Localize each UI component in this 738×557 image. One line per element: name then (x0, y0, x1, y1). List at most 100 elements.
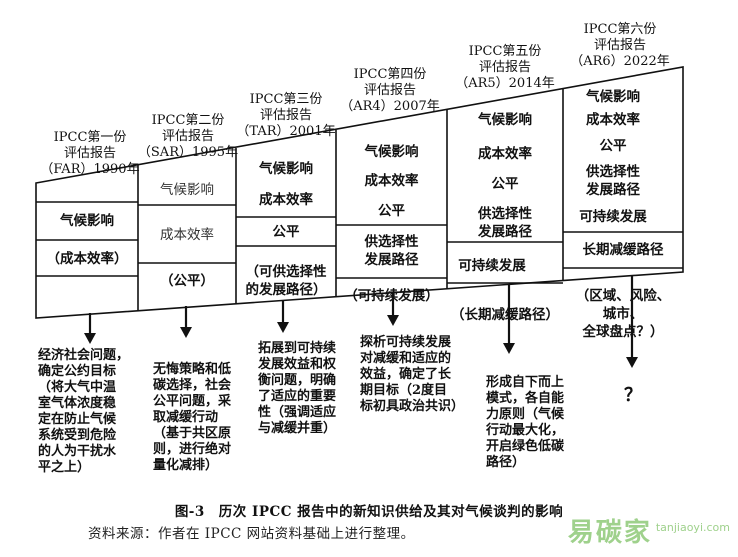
cell-ar6-equity: 公平 (599, 138, 627, 154)
cell-ar4-cost-efficiency: 成本效率 (364, 173, 419, 189)
cell-line: 发展路径 (586, 182, 640, 198)
report-title: IPCC第二份 (151, 113, 225, 128)
cell-ar6-sustainable-dev: 可持续发展 (579, 209, 647, 225)
report-header-far: IPCC第一份 评估报告 （FAR）1990年 (30, 130, 150, 178)
report-code-year: （TAR）2001年 (236, 124, 336, 139)
impact-line: 开启绿色低碳 (486, 439, 565, 454)
down-arrow (84, 313, 96, 344)
report-header-ar4: IPCC第四份 评估报告 （AR4）2007年 (330, 67, 450, 115)
impact-line: 经济社会问题， (38, 348, 130, 363)
cell-tar-alt-dev-path: （可供选择性 的发展路径） (236, 263, 336, 299)
cell-ar4-equity: 公平 (378, 203, 405, 219)
impact-line: 无悔策略和低 (153, 362, 232, 377)
report-subtitle: 评估报告 (478, 60, 531, 75)
cell-line: （可供选择性 (245, 264, 327, 280)
diagram-outline (35, 66, 684, 319)
cell-ar6-climate-impact: 气候影响 (586, 89, 640, 105)
cell-ar5-equity: 公平 (491, 176, 519, 192)
report-code-year: （AR6）2022年 (570, 54, 670, 69)
impact-line: 的人为干扰水 (38, 444, 117, 459)
cell-sar-climate-impact: 气候影响 (160, 182, 214, 198)
cell-ar5-cost-efficiency: 成本效率 (478, 146, 532, 162)
cell-ar6-cost-efficiency: 成本效率 (586, 112, 640, 128)
cell-tar-climate-impact: 气候影响 (259, 161, 313, 177)
report-subtitle: 评估报告 (363, 83, 416, 98)
impact-line: 公平问题，采 (153, 394, 232, 409)
cell-ar5-sustainable-dev: 可持续发展 (458, 258, 526, 274)
cell-ar6-long-term-mitigation: 长期减缓路径 (582, 242, 664, 258)
impact-line: 行动最大化， (486, 423, 565, 438)
cell-ar6-alt-dev-path: 供选择性 发展路径 (563, 163, 663, 199)
down-arrow (387, 292, 399, 326)
impact-line: 量化减排） (153, 458, 219, 473)
report-title: IPCC第四份 (353, 67, 427, 82)
cell-ar4-sustainable-dev: （可持续发展） (344, 288, 439, 304)
report-title: IPCC第三份 (249, 92, 323, 107)
impact-tar: 拓展到可持续 发展效益和权 衡问题，明确 了适应的重要 性（强调适应 与减缓并重… (258, 341, 360, 437)
cell-line: 的发展路径） (245, 282, 327, 298)
cell-ar6-region-risk: （区域、风险、 城市、 全球盘点？） (563, 287, 683, 341)
report-title: IPCC第六份 (583, 22, 657, 37)
report-code-year: （FAR）1990年 (40, 162, 140, 177)
cell-line: 供选择性 (364, 234, 419, 250)
impact-line: 确定公约目标 (38, 364, 117, 379)
cell-far-climate-impact: 气候影响 (60, 213, 114, 229)
down-arrow (503, 285, 515, 354)
cell-ar5-climate-impact: 气候影响 (478, 112, 532, 128)
cell-sar-cost-efficiency: 成本效率 (160, 227, 214, 243)
impact-line: 形成自下而上 (486, 375, 565, 390)
impact-line: 拓展到可持续 (258, 341, 337, 356)
impact-line: 期目标（2度目 (360, 383, 448, 398)
report-subtitle: 评估报告 (63, 146, 116, 161)
impact-line: 系统受到危险 (38, 428, 117, 443)
impact-ar4: 探析可持续发展 对减缓和适应的 效益，确定了长 期目标（2度目 标初具政治共识） (360, 335, 480, 415)
impact-line: 了适应的重要 (258, 389, 337, 404)
source-note: 资料来源：作者在 IPCC 网站资料基础上进行整理。 (88, 526, 415, 542)
impact-line: 路径） (486, 455, 526, 470)
watermark-url: tanjiaoyi.com (655, 521, 730, 534)
report-header-ar5: IPCC第五份 评估报告 （AR5）2014年 (445, 44, 565, 92)
figure-caption: 图-3 历次 IPCC 报告中的新知识供给及其对气候谈判的影响 (174, 504, 564, 520)
question-mark: ？ (624, 385, 642, 406)
impact-line: 发展效益和权 (258, 357, 337, 372)
down-arrow (626, 276, 638, 368)
cell-line: 供选择性 (478, 206, 532, 222)
cell-line: 发展路径 (478, 224, 532, 240)
report-title: IPCC第五份 (468, 44, 542, 59)
impact-line: 探析可持续发展 (360, 335, 452, 350)
report-header-tar: IPCC第三份 评估报告 （TAR）2001年 (226, 92, 346, 140)
report-header-ar6: IPCC第六份 评估报告 （AR6）2022年 (560, 22, 680, 70)
impact-line: 平之上） (38, 460, 91, 475)
cell-line: 供选择性 (586, 164, 640, 180)
impact-line: 效益，确定了长 (360, 367, 452, 382)
cell-line: 全球盘点？） (582, 324, 664, 340)
impact-line: 性（强调适应 (258, 405, 337, 420)
down-arrow (277, 300, 289, 333)
report-subtitle: 评估报告 (259, 108, 312, 123)
cell-tar-cost-efficiency: 成本效率 (259, 192, 313, 208)
report-header-sar: IPCC第二份 评估报告 （SAR）1995年 (128, 113, 248, 161)
impact-ar6: ？ (624, 386, 654, 406)
impact-far: 经济社会问题， 确定公约目标 （将大气中温 室气体浓度稳 定在防止气候 系统受到… (38, 348, 140, 476)
impact-ar5: 形成自下而上 模式，各自能 力原则（气候 行动最大化， 开启绿色低碳 路径） (486, 375, 588, 471)
report-code-year: （AR5）2014年 (455, 76, 555, 91)
cell-sar-equity: （公平） (160, 273, 214, 289)
impact-sar: 无悔策略和低 碳选择，社会 公平问题，采 取减缓行动 （基于共区原 则，进行绝对… (153, 362, 255, 474)
report-code-year: （SAR）1995年 (137, 145, 239, 160)
report-title: IPCC第一份 (53, 130, 127, 145)
report-code-year: （AR4）2007年 (340, 99, 440, 114)
impact-line: 标初具政治共识） (360, 399, 465, 414)
impact-line: （将大气中温 (38, 380, 117, 395)
cell-ar5-alt-dev-path: 供选择性 发展路径 (447, 205, 563, 241)
cell-ar4-alt-dev-path: 供选择性 发展路径 (336, 233, 447, 269)
cell-far-cost-efficiency: （成本效率） (46, 251, 128, 267)
impact-line: 力原则（气候 (486, 407, 565, 422)
impact-line: 衡问题，明确 (258, 373, 337, 388)
impact-line: （基于共区原 (153, 426, 232, 441)
down-arrow (180, 306, 192, 338)
impact-line: 定在防止气候 (38, 412, 117, 427)
cell-tar-equity: 公平 (272, 224, 300, 240)
report-subtitle: 评估报告 (161, 129, 214, 144)
cell-line: 城市、 (602, 306, 644, 322)
